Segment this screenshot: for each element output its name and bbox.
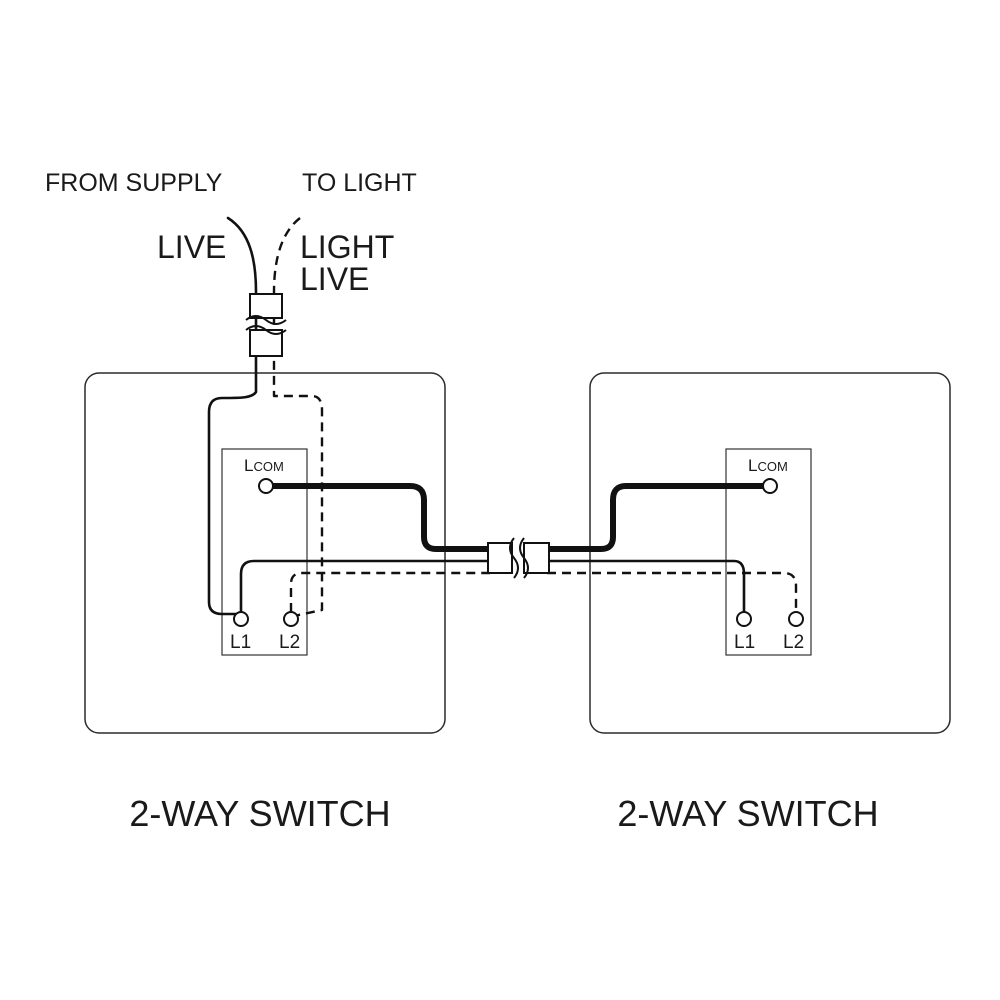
link-break-mark-left [509,537,519,579]
link-cable-sleeve-left [487,542,513,574]
l2-terminal-right [788,611,804,627]
light-live-label-line2: LIVE [300,261,369,297]
l2-label-right: L2 [783,632,804,653]
com-link-wire-right [544,483,773,552]
light-live-label-line1: LIGHT [300,229,394,265]
to-light-label: TO LIGHT [302,169,417,197]
strapper-l1-wire-left [239,559,492,614]
com-label-suffix: COM [757,459,787,474]
l2-label-left: L2 [279,632,300,653]
com-link-wire-left [263,483,493,552]
switch-title-left: 2-WAY SWITCH [129,793,390,834]
com-label-letter: L [244,456,253,475]
com-label-letter: L [748,456,757,475]
live-supply-wire [207,216,258,616]
from-supply-label: FROM SUPPLY [45,169,223,197]
strapper-l2-wire-right [547,571,798,612]
com-label-left: LCOM [244,456,284,475]
switch-title-right: 2-WAY SWITCH [617,793,878,834]
cable-break-mark-bottom [245,325,287,335]
l1-terminal-left [233,611,249,627]
light-live-wire [272,217,324,618]
supply-cable-sleeve-top [249,293,283,319]
cable-break-mark-top [245,315,287,325]
live-label: LIVE [157,229,226,265]
com-label-right: LCOM [748,456,788,475]
l1-label-right: L1 [734,632,755,653]
link-break-mark-right [519,537,529,579]
strapper-l2-wire-left [289,571,490,612]
com-terminal-right [762,478,778,494]
com-terminal-left [258,478,274,494]
l1-label-left: L1 [230,632,251,653]
com-label-suffix: COM [253,459,283,474]
l2-terminal-left [283,611,299,627]
l1-terminal-right [736,611,752,627]
